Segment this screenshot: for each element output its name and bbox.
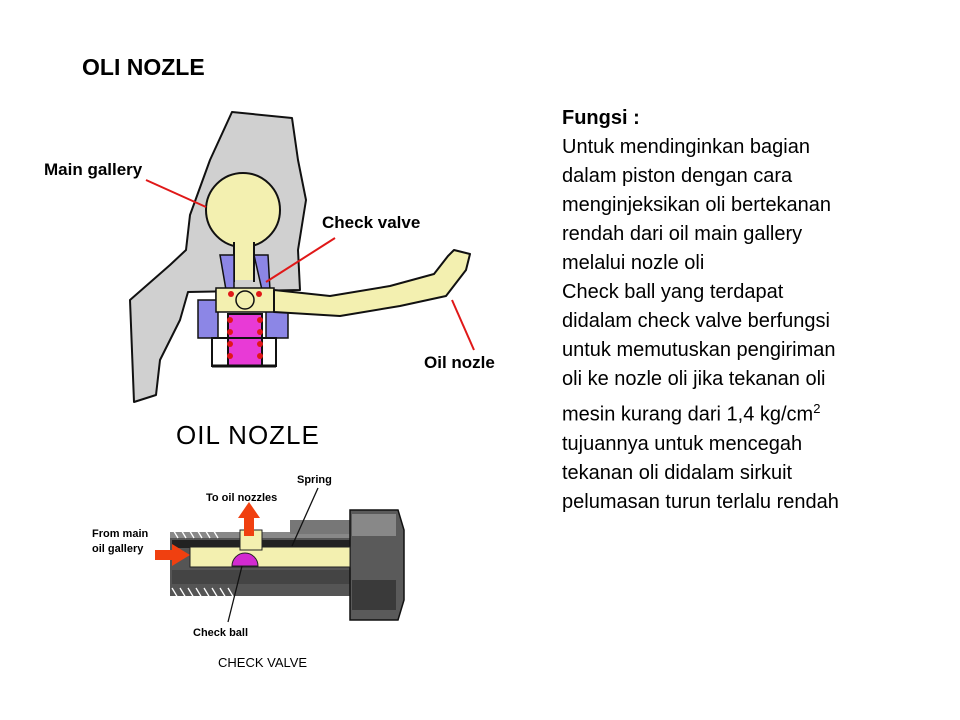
description-block: Fungsi : Untuk mendinginkan bagian dalam…	[562, 104, 952, 517]
pressure-unit-superscript: 2	[813, 401, 821, 416]
main-gallery-leader	[145, 179, 207, 208]
oil-gallery-label: oil gallery	[92, 543, 144, 555]
oil-nozle-diagram: Main gallery Check valve Oil nozle	[44, 111, 495, 403]
valve-plunger	[227, 313, 263, 367]
description-line: tekanan oli didalam sirkuit	[562, 461, 793, 484]
description-heading: Fungsi :	[562, 107, 640, 129]
description-line: melalui nozle oli	[562, 252, 705, 274]
check-valve-leader	[265, 237, 336, 283]
pressure-text: mesin kurang dari 1,4 kg/cm	[562, 403, 814, 426]
oil-nozle-caption: OIL NOZLE	[176, 420, 320, 450]
check-valve-caption: CHECK VALVE	[218, 655, 308, 670]
slide-title: OLI NOZLE	[82, 54, 205, 80]
check-ball-label: Check ball	[193, 627, 248, 639]
main-gallery-neck	[234, 240, 254, 280]
description-line: untuk memutuskan pengiriman	[562, 339, 836, 361]
description-line: rendah dari oil main gallery	[562, 223, 803, 245]
description-line: dalam piston dengan cara	[562, 165, 793, 187]
to-oil-nozzles-label: To oil nozzles	[206, 492, 277, 504]
oil-passage	[189, 546, 351, 568]
up-arrow-icon	[238, 502, 260, 536]
spring-leader	[291, 487, 319, 547]
check-ball-cv	[231, 552, 259, 567]
check-valve-label: Check valve	[322, 213, 420, 232]
oil-nozle-label: Oil nozle	[424, 353, 495, 372]
description-line: didalam check valve berfungsi	[562, 310, 830, 332]
check-ball-leader	[227, 565, 243, 623]
check-valve-diagram: Spring To oil nozzles From main oil gall…	[92, 474, 405, 639]
description-line: oli ke nozle oli jika tekanan oli	[562, 368, 826, 390]
main-gallery-label: Main gallery	[44, 160, 143, 179]
description-line: tujuannya untuk mencegah	[562, 432, 803, 455]
engine-block-housing	[129, 111, 307, 403]
description-line: Untuk mendinginkan bagian	[562, 136, 810, 158]
description-line: Check ball yang terdapat	[562, 281, 784, 303]
main-gallery-chamber	[205, 172, 281, 248]
spring-coils	[227, 291, 263, 359]
oil-nozzle-pipe	[273, 249, 471, 317]
description-line: pelumasan turun terlalu rendah	[562, 490, 839, 513]
description-line: menginjeksikan oli bertekanan	[562, 194, 832, 216]
oil-nozle-leader	[451, 299, 475, 351]
right-arrow-icon	[155, 544, 190, 566]
pressure-line: mesin kurang dari 1,4 kg/cm2	[562, 394, 952, 430]
spring-label: Spring	[297, 474, 332, 486]
check-ball	[235, 290, 255, 310]
from-main-label: From main	[92, 528, 149, 540]
